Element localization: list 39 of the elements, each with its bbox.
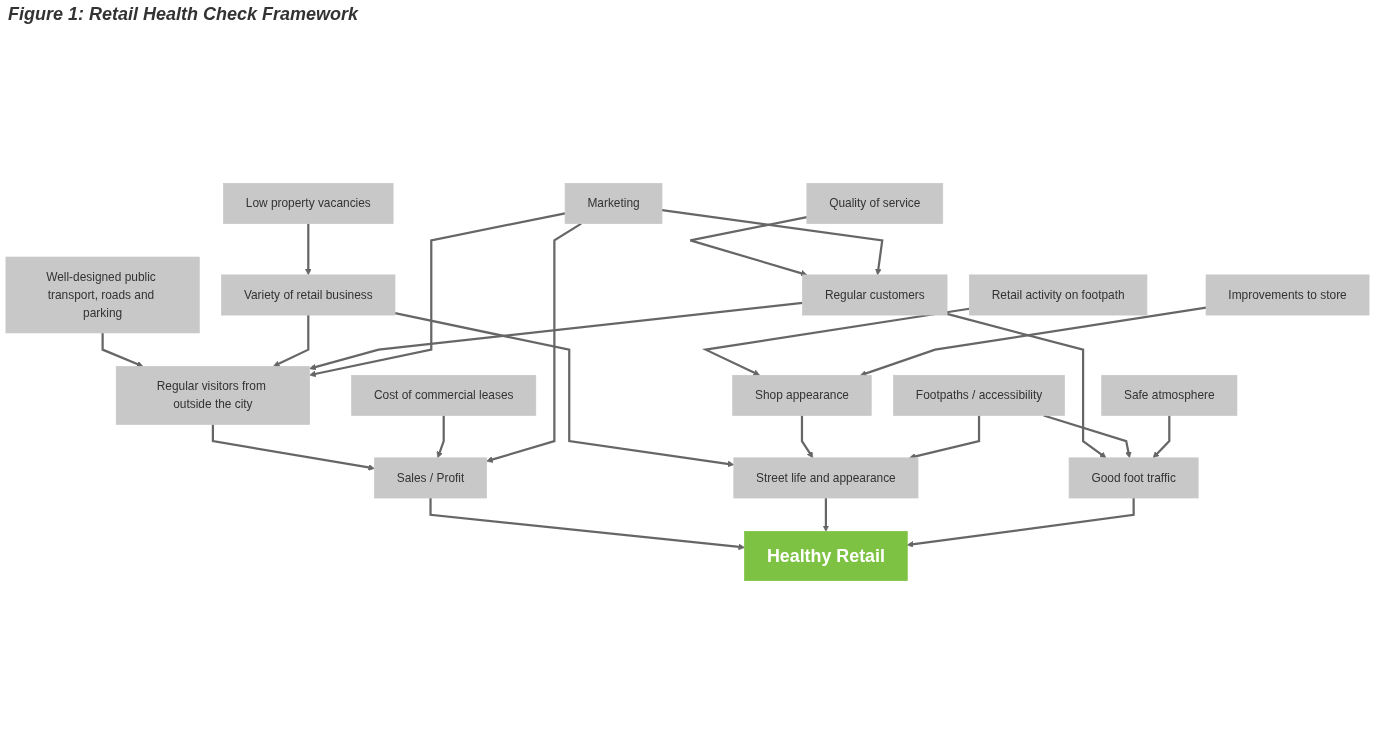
node-box: Sales / Profit: [374, 457, 487, 499]
arrow: [800, 415, 814, 459]
arrow: [946, 312, 1107, 459]
node-box: Shop appearance: [732, 374, 872, 416]
arrow: [1152, 415, 1171, 459]
node-box: Healthy Retail: [744, 531, 908, 581]
node-box: Regular customers: [802, 274, 948, 316]
arrow: [309, 301, 803, 371]
node-box: Marketing: [564, 183, 663, 224]
arrow: [860, 306, 1207, 377]
arrow: [701, 307, 970, 376]
node-box: Variety of retail business: [221, 274, 396, 316]
arrow: [661, 209, 884, 276]
node-box: Quality of service: [806, 183, 944, 224]
node-box: Cost of commercial leases: [351, 374, 537, 416]
node-box: Good foot traffic: [1068, 457, 1199, 499]
arrow: [429, 498, 745, 551]
arrow: [1043, 414, 1132, 459]
node-box: Well-designed public transport, roads and parking: [5, 256, 200, 334]
arrow: [101, 332, 144, 368]
arrow: [309, 212, 566, 378]
arrow: [211, 424, 375, 471]
arrow: [822, 498, 830, 532]
arrow: [436, 415, 445, 459]
node-box: Safe atmosphere: [1101, 374, 1238, 416]
node-box: Low property vacancies: [223, 183, 394, 224]
node-box: Improvements to store: [1205, 274, 1370, 316]
node-box: Regular visitors from outside the city: [115, 366, 310, 425]
diagram-title: Figure 1: Retail Health Check Framework: [7, 3, 360, 26]
node-box: Street life and appearance: [733, 457, 919, 499]
arrow: [273, 315, 310, 367]
arrow: [906, 498, 1135, 548]
arrow: [486, 222, 582, 463]
arrow: [689, 216, 808, 277]
arrow: [394, 312, 735, 468]
node-box: Footpaths / accessibility: [893, 374, 1065, 416]
arrow: [909, 415, 981, 460]
arrow: [305, 223, 312, 276]
node-box: Retail activity on footpath: [969, 274, 1148, 316]
